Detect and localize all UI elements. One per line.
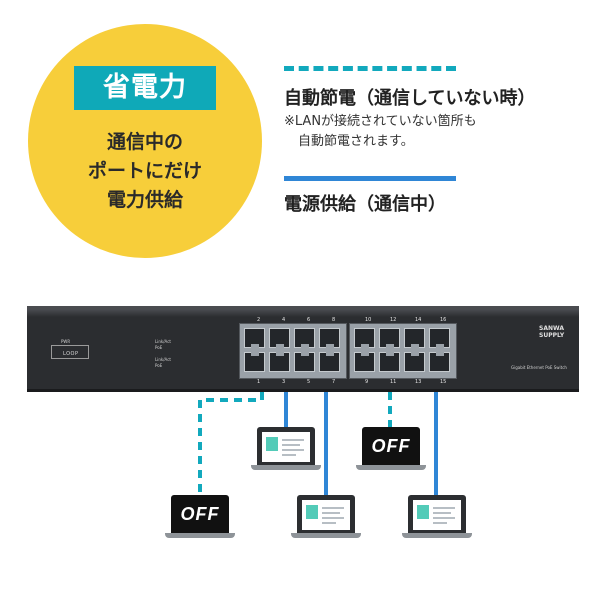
port-13[interactable]	[404, 352, 425, 372]
port-1[interactable]	[244, 352, 265, 372]
port-number-11: 11	[390, 379, 397, 385]
port-number-3: 3	[282, 379, 286, 385]
auto-saving-legend-title: 自動節電（通信していない時）	[284, 88, 536, 109]
port-number-6: 6	[307, 317, 311, 323]
port-number-8: 8	[332, 317, 336, 323]
laptop-screen	[408, 495, 466, 533]
brand-logo: SANWA SUPPLY	[539, 325, 565, 339]
port-number-16: 16	[440, 317, 447, 323]
laptop-base	[356, 465, 426, 470]
laptop-off-1: OFF	[165, 495, 235, 538]
port-group-right	[349, 323, 457, 379]
port-group-left	[239, 323, 347, 379]
port-number-7: 7	[332, 379, 336, 385]
auto-saving-legend-note: ※LANが接続されていない箇所も 自動節電されます。	[284, 112, 477, 152]
laptop-active-1	[251, 427, 321, 470]
poe-switch: LOOP PWR Link/Act PoE Link/Act PoE 2 4 6…	[27, 306, 579, 392]
model-label: Gigabit Ethernet PoE Switch	[511, 365, 567, 370]
led-label-4: PoE	[155, 363, 163, 368]
off-screen-label: OFF	[362, 427, 420, 465]
badge-line-2: ポートにだけ	[87, 160, 202, 182]
port-number-15: 15	[440, 379, 447, 385]
laptop-screen	[257, 427, 315, 465]
laptop-base	[402, 533, 472, 538]
led-label-2: PoE	[155, 345, 163, 350]
laptop-base	[251, 465, 321, 470]
badge-title: 省電力	[74, 66, 216, 110]
auto-saving-note-line-1: ※LANが接続されていない箇所も	[284, 114, 477, 129]
laptop-active-3	[402, 495, 472, 538]
badge-line-1: 通信中の	[106, 131, 183, 153]
port-2[interactable]	[244, 328, 265, 348]
port-number-2: 2	[257, 317, 261, 323]
port-number-14: 14	[415, 317, 422, 323]
badge-line-3: 電力供給	[106, 189, 183, 211]
port-number-10: 10	[365, 317, 372, 323]
port-6[interactable]	[294, 328, 315, 348]
port-number-12: 12	[390, 317, 397, 323]
auto-saving-note-line-2: 自動節電されます。	[298, 134, 414, 149]
port-12[interactable]	[379, 328, 400, 348]
port-15[interactable]	[429, 352, 450, 372]
led-label-3: Link/Act	[155, 357, 171, 362]
off-screen-label: OFF	[171, 495, 229, 533]
laptop-screen	[297, 495, 355, 533]
laptop-active-2	[291, 495, 361, 538]
port-16[interactable]	[429, 328, 450, 348]
port-number-9: 9	[365, 379, 369, 385]
solid-line-legend-swatch	[284, 176, 456, 181]
port-3[interactable]	[269, 352, 290, 372]
port-4[interactable]	[269, 328, 290, 348]
loop-indicator	[51, 345, 89, 359]
laptop-base	[291, 533, 361, 538]
port-number-13: 13	[415, 379, 422, 385]
port-9[interactable]	[354, 352, 375, 372]
power-supply-legend-title: 電源供給（通信中）	[284, 194, 446, 215]
badge-body: 通信中の ポートにだけ 電力供給	[28, 128, 262, 215]
laptop-base	[165, 533, 235, 538]
port-8[interactable]	[319, 328, 340, 348]
loop-label: LOOP	[63, 351, 79, 357]
port-11[interactable]	[379, 352, 400, 372]
port-number-1: 1	[257, 379, 261, 385]
laptop-off-2: OFF	[356, 427, 426, 470]
port-14[interactable]	[404, 328, 425, 348]
port-number-5: 5	[307, 379, 311, 385]
led-label-1: Link/Act	[155, 339, 171, 344]
port-5[interactable]	[294, 352, 315, 372]
port-7[interactable]	[319, 352, 340, 372]
port-10[interactable]	[354, 328, 375, 348]
dashed-line-legend-swatch	[284, 66, 456, 71]
power-saving-badge: 省電力 通信中の ポートにだけ 電力供給	[28, 24, 262, 258]
pwr-label: PWR	[61, 339, 71, 344]
port-number-4: 4	[282, 317, 286, 323]
